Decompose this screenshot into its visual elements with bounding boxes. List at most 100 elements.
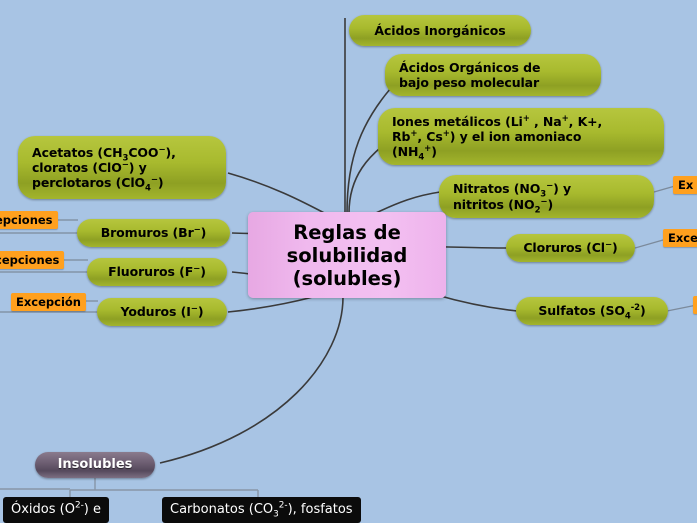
badge-exception-yoduros-label: Excepción — [16, 295, 81, 309]
yoduros-sup-minus: − — [190, 304, 198, 315]
nitratos-l2-b: ) — [547, 196, 554, 212]
carbonatos-a: Carbonatos (CO — [170, 502, 274, 518]
iones-sub-4: 4 — [418, 152, 425, 163]
sulfatos-a: Sulfatos (SO — [538, 303, 625, 319]
node-sulfatos-label: Sulfatos (SO4-2) — [538, 303, 646, 321]
node-insolubles-label: Insolubles — [57, 457, 133, 473]
node-insolubles[interactable]: Insolubles — [35, 452, 155, 478]
node-iones-metalicos-line1: Iones metálicos (Li+ , Na+, K+, — [392, 114, 602, 129]
nitratos-l1-b: ) y — [553, 181, 572, 197]
node-acidos-inorganicos-label: Ácidos Inorgánicos — [374, 22, 506, 38]
cloruros-sup-minus: − — [604, 240, 613, 251]
node-acidos-organicos-line2: bajo peso molecular — [399, 75, 540, 90]
oxidos-b: ) e — [83, 502, 101, 518]
node-acetatos[interactable]: Acetatos (CH3COO−), cloratos (ClO−) y pe… — [18, 136, 226, 199]
nitritos-sub-2: 2 — [534, 205, 541, 215]
badge-exception-nitratos[interactable]: Ex — [673, 176, 697, 194]
acetatos-l2-a: cloratos (ClO — [32, 159, 122, 175]
badge-exception-yoduros[interactable]: Excepción — [11, 293, 86, 311]
iones-l2-c: ) y el ion amoniaco — [449, 128, 582, 144]
central-node-line2: solubilidad — [286, 243, 408, 267]
node-acidos-organicos-line1: Ácidos Orgánicos de — [399, 59, 541, 75]
bromuros-a: Bromuros (Br — [100, 225, 194, 241]
node-sulfatos[interactable]: Sulfatos (SO4-2) — [516, 297, 668, 325]
node-acetatos-line1: Acetatos (CH3COO−), — [32, 144, 176, 164]
node-acidos-organicos[interactable]: Ácidos Orgánicos de bajo peso molecular — [385, 54, 601, 96]
central-node[interactable]: Reglas de solubilidad (solubles) — [248, 212, 446, 298]
edge-center-to-acetatos — [227, 172, 331, 217]
iones-l2-b: , Cs — [417, 128, 443, 144]
node-iones-metalicos-line3: (NH4+) — [392, 143, 602, 162]
node-iones-metalicos-line2: Rb+, Cs+) y el ion amoniaco — [392, 129, 602, 144]
yoduros-b: ) — [197, 304, 204, 320]
acetatos-sub-3: 3 — [122, 153, 129, 164]
node-bromuros[interactable]: Bromuros (Br−) — [77, 219, 230, 247]
iones-l1-a: Iones metálicos (Li — [392, 113, 523, 129]
node-acetatos-line2: cloratos (ClO−) y — [32, 160, 176, 175]
badge-exception-fluoruros-label: cepciones — [0, 253, 60, 267]
acetatos-sup-minus: − — [158, 144, 166, 155]
acetatos-l2-b: ) y — [128, 159, 147, 175]
carbonatos-b: ), fosfatos — [287, 502, 353, 518]
node-acetatos-line3: perclotaros (ClO4−) — [32, 174, 176, 193]
cloruros-b: ) — [612, 240, 618, 256]
carbonatos-sup-2minus: 2- — [278, 500, 288, 511]
sulfatos-sub-4: 4 — [624, 311, 631, 322]
iones-l1-c: , K+, — [568, 113, 603, 129]
perclotaros-sup-minus: − — [150, 174, 158, 185]
iones-sup-rb: + — [410, 128, 418, 139]
node-iones-metalicos[interactable]: Iones metálicos (Li+ , Na+, K+, Rb+, Cs+… — [378, 108, 664, 165]
node-nitratos[interactable]: Nitratos (NO3−) y nitritos (NO2−) — [439, 175, 654, 218]
iones-sup-li: + — [522, 113, 530, 124]
node-acidos-inorganicos[interactable]: Ácidos Inorgánicos — [349, 15, 531, 46]
node-bromuros-label: Bromuros (Br−) — [101, 225, 207, 240]
node-nitratos-line2: nitritos (NO2−) — [453, 196, 571, 215]
perclotaros-sub-4: 4 — [145, 183, 151, 194]
acetatos-l1-a: Acetatos (CH — [32, 144, 123, 160]
badge-exception-cloruros-label: Excep — [668, 231, 697, 245]
oxidos-a: Óxidos (O — [11, 502, 75, 518]
iones-l3-b: ) — [431, 144, 437, 160]
node-cloruros-label: Cloruros (Cl−) — [523, 240, 617, 255]
iones-l1-b: , Na — [529, 113, 562, 129]
nitratos-l2-a: nitritos (NO — [453, 196, 535, 212]
iones-sup-nh4: + — [424, 143, 432, 154]
yoduros-a: Yoduros (I — [120, 304, 191, 320]
badge-exception-fluoruros[interactable]: cepciones — [0, 251, 65, 269]
node-oxidos[interactable]: Óxidos (O2-) e — [3, 497, 109, 523]
node-nitratos-line1: Nitratos (NO3−) y — [453, 181, 572, 199]
badge-exception-sulfatos[interactable] — [693, 296, 697, 314]
badge-exception-nitratos-label: Ex — [678, 178, 694, 192]
edge-cloruros-to-exception — [634, 239, 664, 249]
iones-l2-a: Rb — [392, 128, 411, 144]
badge-exception-bromuros-label: epciones — [0, 213, 53, 227]
iones-sup-na: + — [561, 113, 569, 124]
node-oxidos-label: Óxidos (O2-) e — [11, 500, 101, 518]
acetatos-l3-a: perclotaros (ClO — [32, 175, 146, 191]
central-node-line3: (solubles) — [292, 266, 402, 290]
badge-exception-bromuros[interactable]: epciones — [0, 211, 58, 229]
fluoruros-b: ) — [200, 264, 206, 280]
sulfatos-b: ) — [640, 303, 646, 319]
edge-nitratos-to-exception — [653, 185, 676, 193]
nitratos-sup-minus: − — [546, 181, 554, 192]
iones-sup-cs: + — [442, 128, 450, 139]
cloratos-sup-minus: − — [121, 159, 129, 170]
fluoruros-sup-minus: − — [193, 264, 201, 275]
badge-exception-cloruros[interactable]: Excep — [663, 229, 697, 247]
node-cloruros[interactable]: Cloruros (Cl−) — [506, 234, 635, 262]
sulfatos-sup-minus2: -2 — [630, 303, 640, 314]
oxidos-sup-2minus: 2- — [74, 500, 84, 511]
node-carbonatos[interactable]: Carbonatos (CO32-), fosfatos — [162, 497, 361, 523]
central-node-line1: Reglas de — [293, 220, 401, 244]
nitratos-l1-a: Nitratos (NO — [453, 181, 541, 197]
node-yoduros-label: Yoduros (I−) — [121, 304, 204, 319]
iones-l3-a: (NH — [392, 144, 419, 160]
acetatos-l3-b: ) — [157, 175, 164, 191]
bromuros-sup-minus: − — [193, 225, 201, 236]
node-yoduros[interactable]: Yoduros (I−) — [97, 298, 227, 326]
carbonatos-sub-3: 3 — [273, 509, 279, 520]
node-fluoruros[interactable]: Fluoruros (F−) — [87, 258, 227, 286]
node-carbonatos-label: Carbonatos (CO32-), fosfatos — [170, 500, 353, 520]
